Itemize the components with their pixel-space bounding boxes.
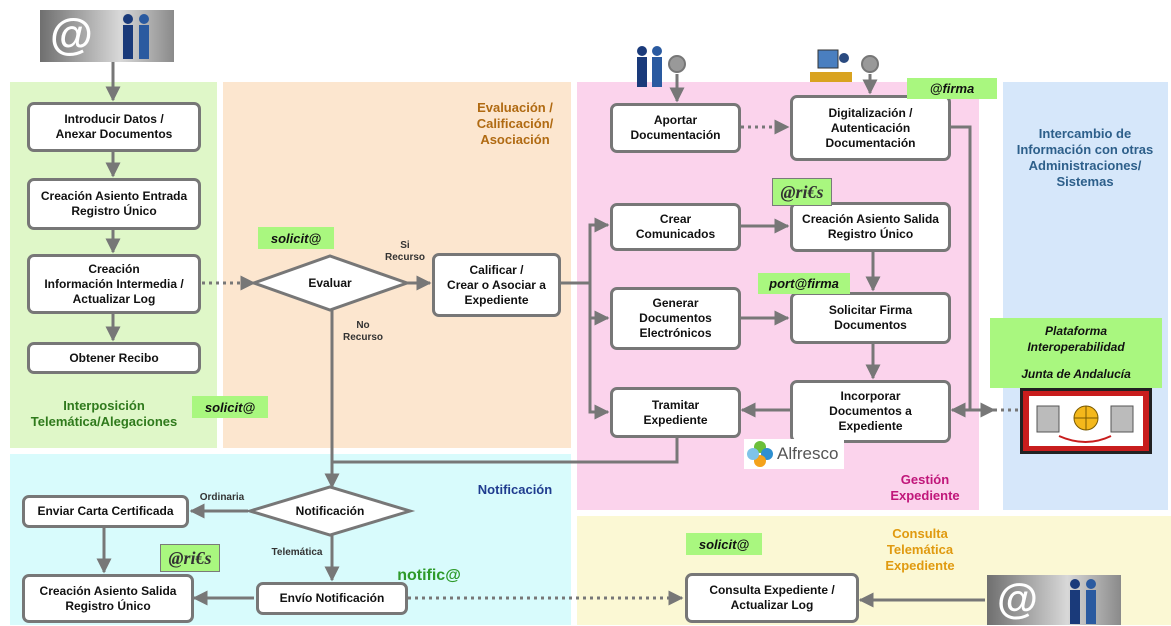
node-creacion-asiento-salida-gestion[interactable]: Creación Asiento Salida Registro Único	[790, 202, 951, 252]
tag-firma: @firma	[907, 78, 997, 99]
logo-at-bottom: @	[987, 575, 1121, 625]
edge-label-no-recurso: No Recurso	[342, 320, 383, 343]
zone-label-interposicion: Interposición Telemática/Alegaciones	[30, 398, 178, 429]
edge-branch-generar	[588, 283, 610, 326]
edge-branch-tramitar	[588, 318, 610, 420]
logo-notifica: notific@	[389, 566, 469, 586]
tag-solicita-evaluacion: solicit@	[258, 227, 334, 249]
plataforma-subtitle: Junta de Andalucía	[1021, 367, 1131, 381]
node-creacion-asiento-salida-notif[interactable]: Creación Asiento Salida Registro Único	[22, 574, 194, 623]
diamond-notificacion	[244, 485, 416, 537]
zone-label-notificacion: Notificación	[477, 482, 553, 497]
node-introducir-datos[interactable]: Introducir Datos / Anexar Documentos	[27, 102, 201, 152]
alfresco-flower-icon	[747, 441, 773, 467]
logo-at-top: @	[40, 10, 174, 62]
node-creacion-informacion[interactable]: Creación Información Intermedia / Actual…	[27, 254, 201, 314]
zone-label-gestion: Gestión Expediente	[890, 472, 960, 503]
edge-label-ordinaria: Ordinaria	[199, 492, 245, 503]
node-envio-notificacion[interactable]: Envío Notificación	[256, 582, 408, 615]
tag-portafirma: port@firma	[758, 273, 850, 294]
node-solicitar-firma[interactable]: Solicitar Firma Documentos	[790, 292, 951, 344]
node-evaluar[interactable]: Evaluar	[308, 276, 352, 290]
node-crear-comunicados[interactable]: Crear Comunicados	[610, 203, 741, 251]
node-enviar-carta[interactable]: Enviar Carta Certificada	[22, 495, 189, 528]
aries-logo-text: @ri€s	[780, 181, 824, 202]
zone-label-consulta: Consulta Telemática Expediente	[885, 526, 955, 573]
node-incorporar-documentos[interactable]: Incorporar Documentos a Expediente	[790, 380, 951, 443]
edge-digital-incorporar	[950, 125, 972, 418]
node-notificacion[interactable]: Notificación	[295, 504, 365, 518]
users-icon	[123, 14, 149, 59]
tag-solicita-interposicion: solicit@	[192, 396, 268, 418]
zone-label-intercambio: Intercambio de Información con otras Adm…	[1016, 126, 1154, 189]
logo-aries-gestion: @ri€s	[772, 178, 832, 206]
node-calificar[interactable]: Calificar / Crear o Asociar a Expediente	[432, 253, 561, 317]
logo-aries-notificacion: @ri€s	[160, 544, 220, 572]
operator-computer-icon	[810, 49, 852, 82]
node-aportar-documentacion[interactable]: Aportar Documentación	[610, 103, 741, 153]
node-consulta-expediente[interactable]: Consulta Expediente / Actualizar Log	[685, 573, 859, 623]
node-digitalizacion[interactable]: Digitalización / Autenticación Documenta…	[790, 95, 951, 161]
user-pin-2	[861, 55, 879, 73]
node-creacion-asiento-entrada[interactable]: Creación Asiento Entrada Registro Único	[27, 178, 201, 230]
logo-alfresco: Alfresco	[744, 439, 844, 469]
notifica-logo-text: notific@	[397, 567, 461, 584]
edge-label-si-recurso: Si Recurso	[384, 240, 425, 263]
user-pin-1	[668, 55, 686, 73]
diamond-evaluar	[249, 254, 412, 312]
plataforma-image	[1020, 388, 1152, 454]
plataforma-title: Plataforma Interoperabilidad	[1027, 324, 1125, 354]
users-icon	[1070, 579, 1096, 624]
edge-branch-comunicados	[588, 217, 610, 283]
node-tramitar-expediente[interactable]: Tramitar Expediente	[610, 387, 741, 438]
edge-tramitar-notificacion	[332, 437, 679, 464]
edge-label-telematica: Telemática	[271, 547, 323, 558]
aries-logo-text: @ri€s	[168, 547, 212, 568]
at-sign-icon: @	[50, 10, 93, 59]
node-obtener-recibo[interactable]: Obtener Recibo	[27, 342, 201, 374]
node-generar-documentos[interactable]: Generar Documentos Electrónicos	[610, 287, 741, 350]
network-globe-icon	[1036, 405, 1134, 443]
users-pair-icon	[637, 46, 662, 87]
alfresco-logo-text: Alfresco	[777, 444, 839, 463]
at-sign-icon: @	[997, 575, 1038, 622]
zone-label-evaluacion: Evaluación / Calificación/ Asociación	[476, 100, 554, 147]
tag-solicita-consulta: solicit@	[686, 533, 762, 555]
plataforma-card	[990, 318, 1162, 388]
